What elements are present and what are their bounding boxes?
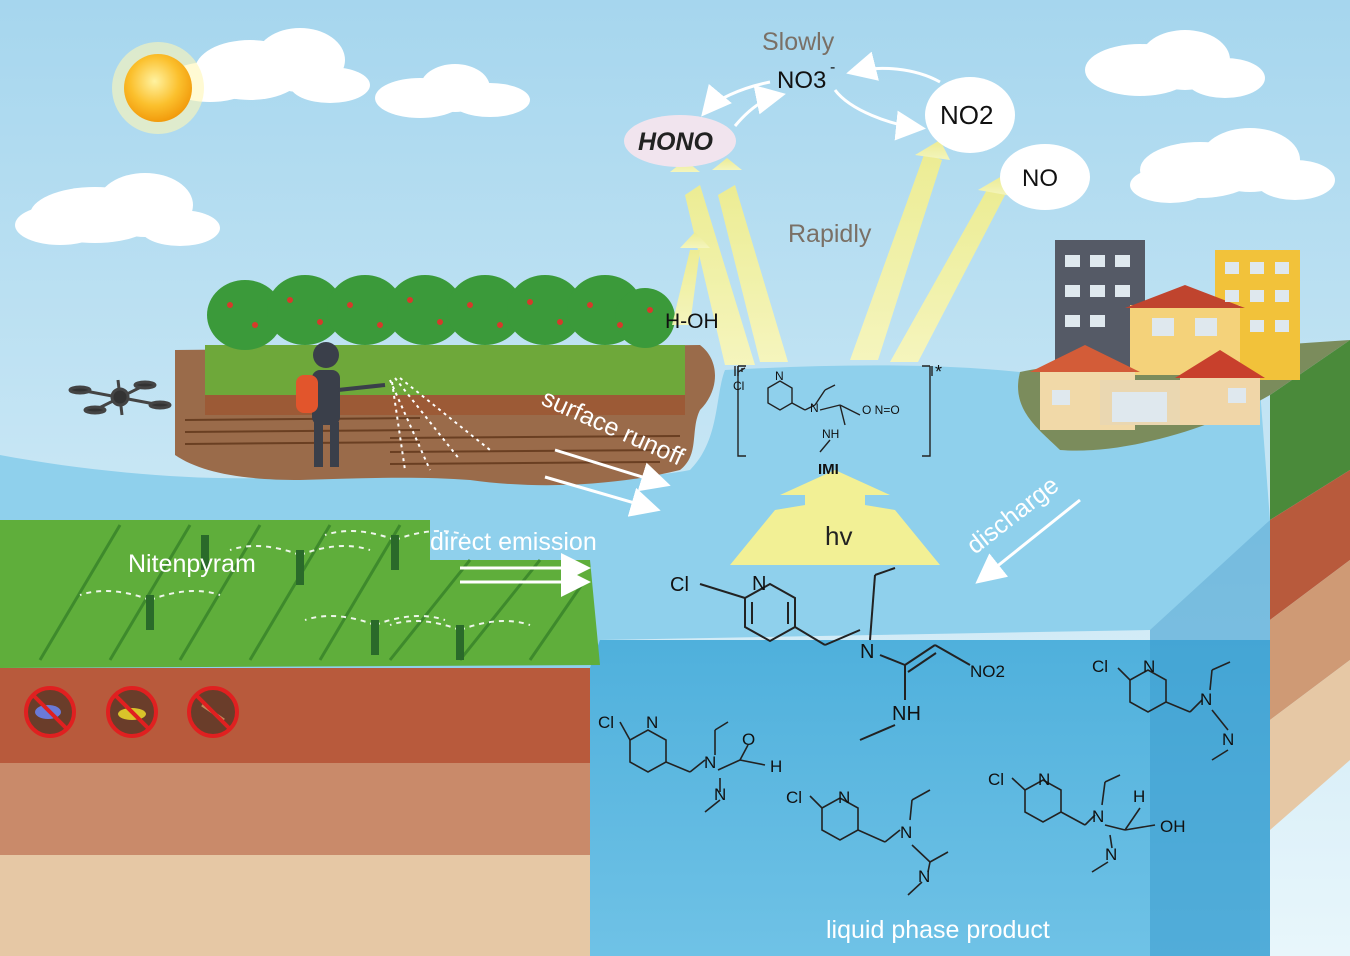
no2-bubble (925, 77, 1015, 153)
p3-h: H (1133, 787, 1145, 806)
parent-n-amine: N (860, 641, 874, 663)
light-beams (670, 140, 1012, 365)
imi-nh: NH (822, 427, 839, 441)
no2-label: NO2 (940, 100, 993, 130)
p2-n-ring: N (838, 788, 850, 807)
nox-cycle-arrows (701, 51, 941, 141)
p3-n-ring: N (1038, 770, 1050, 789)
parent-nh: NH (892, 703, 921, 725)
no-bacteria-icon (24, 686, 76, 738)
grass-stripes (38, 524, 587, 661)
p4-n-ring: N (1143, 657, 1155, 676)
runoff-arrows (544, 448, 671, 517)
parent-n-ring: N (752, 573, 766, 595)
orchard-fruits (227, 297, 653, 328)
product-structure-4 (1117, 661, 1231, 761)
parent-no2: NO2 (970, 662, 1005, 681)
cloud (165, 28, 370, 103)
sprinkler-heads (146, 535, 464, 660)
grass-field (0, 520, 600, 668)
liquid-product-caption: liquid phase product (826, 916, 1050, 944)
corn-field (205, 345, 685, 415)
sun-icon (112, 42, 204, 134)
hv-beam (730, 470, 940, 565)
p2-cl: Cl (786, 788, 802, 807)
p1-n-imine: N (714, 785, 726, 804)
parent-cl: Cl (670, 574, 689, 596)
imi-structure (734, 365, 933, 457)
emission-arrows (460, 553, 591, 597)
p4-n-imine: N (1222, 730, 1234, 749)
drone-icon (68, 379, 172, 416)
cloud (1085, 30, 1265, 98)
orchard-trees (207, 275, 675, 350)
cloud (375, 64, 530, 118)
cloud (15, 173, 220, 246)
nitenpyram-field-label: Nitenpyram (128, 550, 256, 578)
block-front-left (0, 668, 620, 956)
water-front-face (590, 640, 1270, 956)
hv-label: hv (825, 521, 852, 551)
p1-n-amine: N (704, 753, 716, 772)
product-structure-1 (619, 721, 766, 813)
farmer-icon (296, 342, 386, 467)
cloud (1130, 128, 1335, 203)
hono-bubble (624, 115, 736, 167)
imi-onno: O N=O (862, 403, 900, 417)
discharge-arrow (975, 498, 1081, 584)
imi-n-ring: N (775, 369, 784, 383)
p1-o: O (742, 730, 755, 749)
spray-mist (389, 377, 491, 471)
p2-n-imine: N (918, 867, 930, 886)
product-structure-3 (1011, 774, 1156, 873)
imi-star: * (935, 362, 942, 382)
p1-n-ring: N (646, 713, 658, 732)
no3-label: NO3 (777, 67, 826, 94)
water-right-side (1150, 520, 1270, 956)
h-oh-label: H-OH (665, 310, 719, 333)
p4-n-amine: N (1200, 690, 1212, 709)
no3-charge: - (830, 59, 835, 76)
p3-oh: OH (1160, 817, 1186, 836)
no-label: NO (1022, 165, 1058, 192)
block-right-side (1270, 340, 1350, 830)
rapidly-label: Rapidly (788, 220, 872, 248)
slowly-label: Slowly (762, 28, 835, 56)
atmosphere-labels: Slowly NO3 - HONO NO2 NO Rapidly H-OH (638, 28, 1058, 333)
product-structure-2 (809, 789, 949, 896)
p4-cl: Cl (1092, 657, 1108, 676)
crop-rows (184, 417, 681, 465)
p3-cl: Cl (988, 770, 1004, 789)
p3-n-amine: N (1092, 807, 1104, 826)
p3-n-imine: N (1105, 845, 1117, 864)
direct-emission-label: direct emission (430, 528, 597, 556)
no-caterpillar-icon (106, 686, 158, 738)
parent-labels: Cl N N NO2 NH (670, 573, 1005, 725)
product-labels: Cl N N O H N Cl N N N Cl N N H OH N Cl N… (598, 657, 1234, 944)
no-mosquito-icon (187, 686, 239, 738)
p1-h: H (770, 757, 782, 776)
buildings (1030, 240, 1300, 430)
no-bubble (1000, 144, 1090, 210)
p2-n-amine: N (900, 823, 912, 842)
p1-cl: Cl (598, 713, 614, 732)
hono-label: HONO (638, 128, 714, 156)
imi-n-amine: N (810, 401, 819, 415)
clouds (15, 28, 1335, 246)
imi-cl: Cl (733, 379, 744, 393)
nitenpyram-structure (699, 567, 971, 741)
imi-label: IMI (818, 461, 839, 478)
imi-labels: Cl N N NH O N=O * IMI (733, 362, 942, 478)
